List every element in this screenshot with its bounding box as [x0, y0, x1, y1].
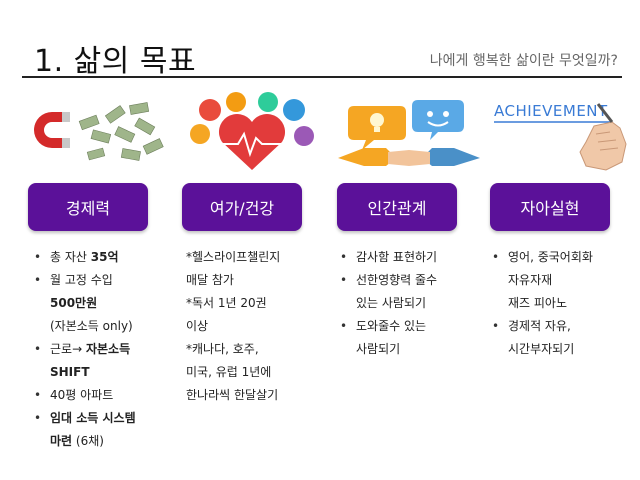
list-item: 선한영향력 줄수 있는 사람되기: [340, 269, 480, 315]
magnet-money-icon: [22, 92, 172, 174]
list-item: 40평 아파트: [34, 384, 174, 407]
category-economy-pill: 경제력: [28, 183, 148, 231]
handshake-speech-icon: [334, 92, 484, 174]
text-line: 이상: [186, 319, 209, 333]
text-line: 한나라씩 한달살기: [186, 388, 279, 402]
title-divider: [22, 76, 622, 78]
category-relationships-pill: 인간관계: [337, 183, 457, 231]
text-line: *독서 1년 20권: [186, 296, 267, 310]
page-subtitle: 나에게 행복한 삶이란 무엇일까?: [429, 53, 618, 69]
list-item: 경제적 자유, 시간부자되기: [492, 315, 632, 361]
category-self-realization-pill: 자아실현: [490, 183, 610, 231]
self-realization-goals: 영어, 중국어회화 자유자재 재즈 피아노 경제적 자유, 시간부자되기: [492, 246, 632, 361]
achievement-text: ACHIEVEMENT: [494, 102, 608, 120]
list-item: 근로→ 자본소득 SHIFT: [34, 338, 174, 384]
list-item: 영어, 중국어회화 자유자재 재즈 피아노: [492, 246, 632, 315]
economy-goals: 총 자산 35억 월 고정 수입 500만원 (자본소득 only) 근로→ 자…: [34, 246, 174, 453]
text-line: *캐나다, 호주,: [186, 342, 259, 356]
relationship-goals: 감사함 표현하기 선한영향력 줄수 있는 사람되기 도와줄수 있는 사람되기: [340, 246, 480, 361]
list-item: 월 고정 수입 500만원 (자본소득 only): [34, 269, 174, 338]
page-title: 1. 삶의 목표: [34, 44, 197, 79]
list-item: 도와줄수 있는 사람되기: [340, 315, 480, 361]
text-line: 매달 참가: [186, 273, 234, 287]
leisure-health-goals: *헬스라이프챌린지 매달 참가 *독서 1년 20권 이상 *캐나다, 호주, …: [186, 246, 326, 407]
list-item: 감사함 표현하기: [340, 246, 480, 269]
category-leisure-health-pill: 여가/건강: [182, 183, 302, 231]
text-line: *헬스라이프챌린지: [186, 250, 281, 264]
list-item: 임대 소득 시스템 마련 (6채): [34, 407, 174, 453]
list-item: 총 자산 35억: [34, 246, 174, 269]
text-line: 미국, 유럽 1년에: [186, 365, 272, 379]
hand-writing-achievement-icon: ACHIEVEMENT: [490, 92, 640, 174]
heart-activities-icon: [178, 92, 328, 174]
